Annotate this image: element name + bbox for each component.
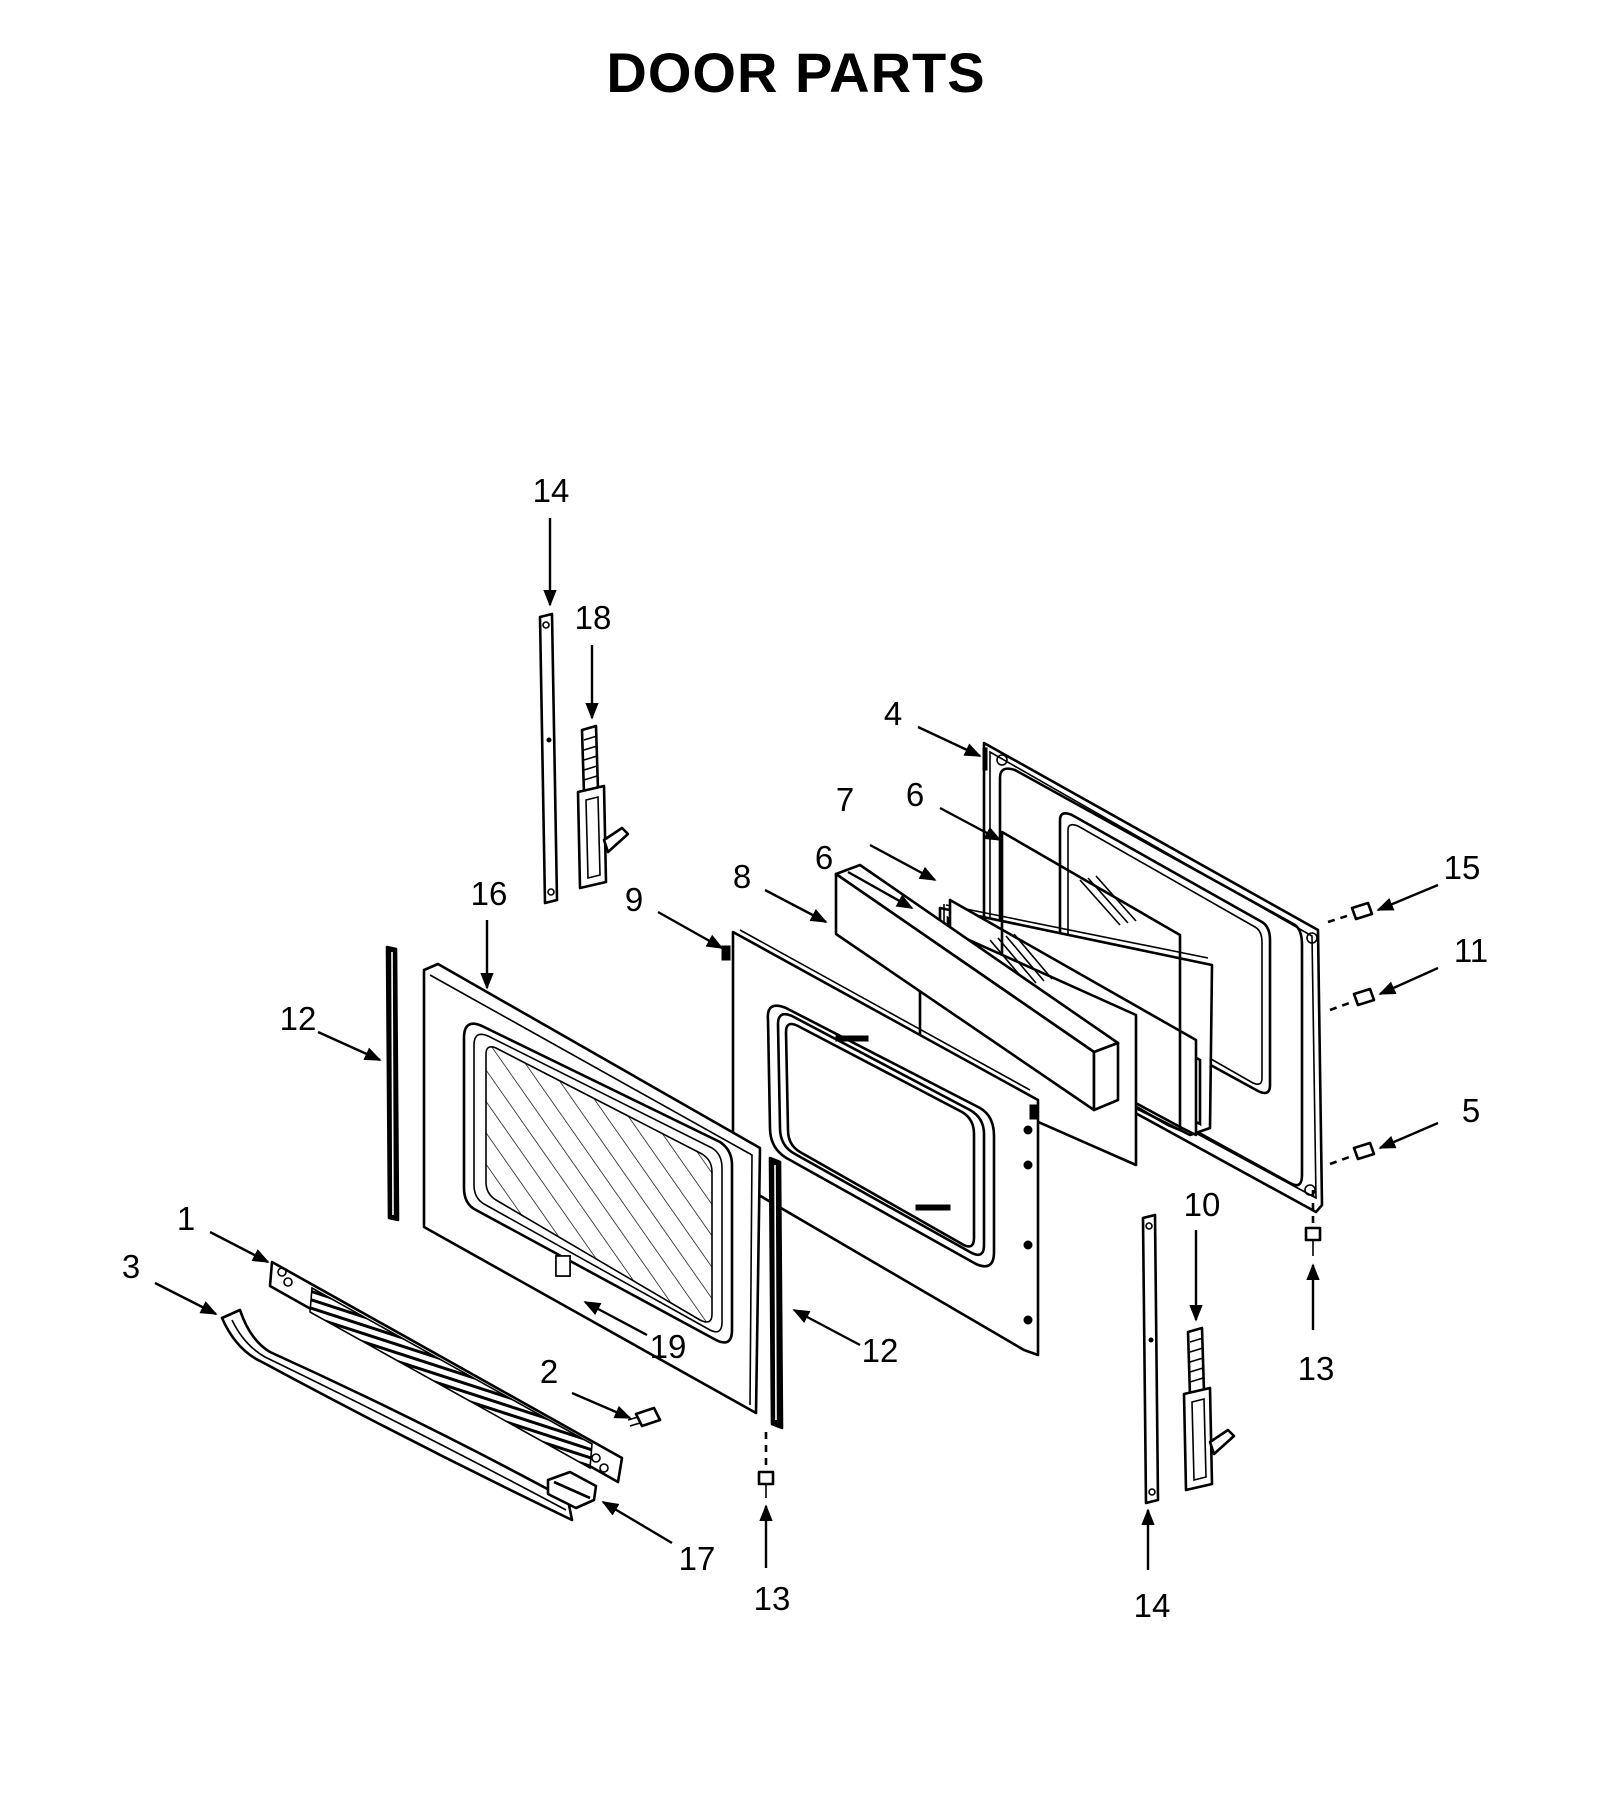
leader-12-right [792,1308,861,1347]
part-16-outer-door-panel [422,962,762,1415]
leader-2 [571,1391,632,1420]
callout-8: 8 [733,858,751,895]
callout-10: 10 [1184,1186,1221,1223]
leader-4 [917,725,982,758]
callout-15: 15 [1444,849,1481,886]
part-5-screw [1329,1141,1376,1166]
callout-19: 19 [650,1328,687,1365]
part-8-insulation [834,863,1120,1112]
callout-18: 18 [575,599,612,636]
part-9-door-frame [721,929,1040,1357]
callout-14-bottom: 14 [1134,1587,1171,1624]
part-14-hinge-receiver-lower [1141,1213,1160,1505]
leader-5 [1378,1121,1439,1150]
callout-6-upper: 6 [906,776,924,813]
page-title: DOOR PARTS [606,41,985,104]
leader-6-lower [847,870,914,910]
leader-7 [869,843,937,882]
leader-11 [1378,966,1439,996]
callout-6-lower: 6 [815,839,833,876]
callout-7: 7 [836,781,854,818]
callout-12-right: 12 [862,1332,899,1369]
part-12-side-trim-left [385,945,400,1222]
callout-12-left: 12 [280,1000,317,1037]
part-14-hinge-receiver-upper [538,612,559,905]
leader-8 [764,888,828,924]
leader-3 [154,1281,218,1316]
callout-labels: 14 18 4 7 6 6 8 9 16 12 1 3 19 12 2 17 1… [122,472,1488,1624]
callout-4: 4 [884,695,902,732]
leader-15 [1376,883,1439,912]
callout-13-right: 13 [1298,1350,1335,1387]
callout-17: 17 [679,1540,716,1577]
callout-1: 1 [177,1200,195,1237]
part-1-vent-trim [268,1260,624,1484]
callout-5: 5 [1462,1092,1480,1129]
part-19-badge [555,1255,571,1277]
part-13-screw-left [757,1432,775,1498]
part-10-hinge [1182,1326,1236,1492]
leader-6-upper [939,806,1002,842]
callout-13-left: 13 [754,1580,791,1617]
part-17-handle-bracket [546,1470,598,1510]
leader-17 [601,1500,673,1545]
callout-2: 2 [540,1353,558,1390]
part-11-screw [1329,987,1376,1012]
leader-lines [154,518,1439,1570]
part-15-screw [1327,901,1374,924]
part-18-hinge [576,724,630,890]
part-2-screw [627,1406,662,1428]
callout-9: 9 [625,881,643,918]
leader-1 [209,1230,270,1264]
leader-12-left [317,1030,382,1062]
leader-9 [657,910,724,950]
part-12-side-trim-right [768,1156,784,1430]
part-13-screw-right [1304,1190,1322,1256]
callout-14-top: 14 [533,472,570,509]
callout-3: 3 [122,1248,140,1285]
callout-11: 11 [1454,932,1488,969]
leader-19 [583,1300,648,1337]
callout-16: 16 [471,875,508,912]
